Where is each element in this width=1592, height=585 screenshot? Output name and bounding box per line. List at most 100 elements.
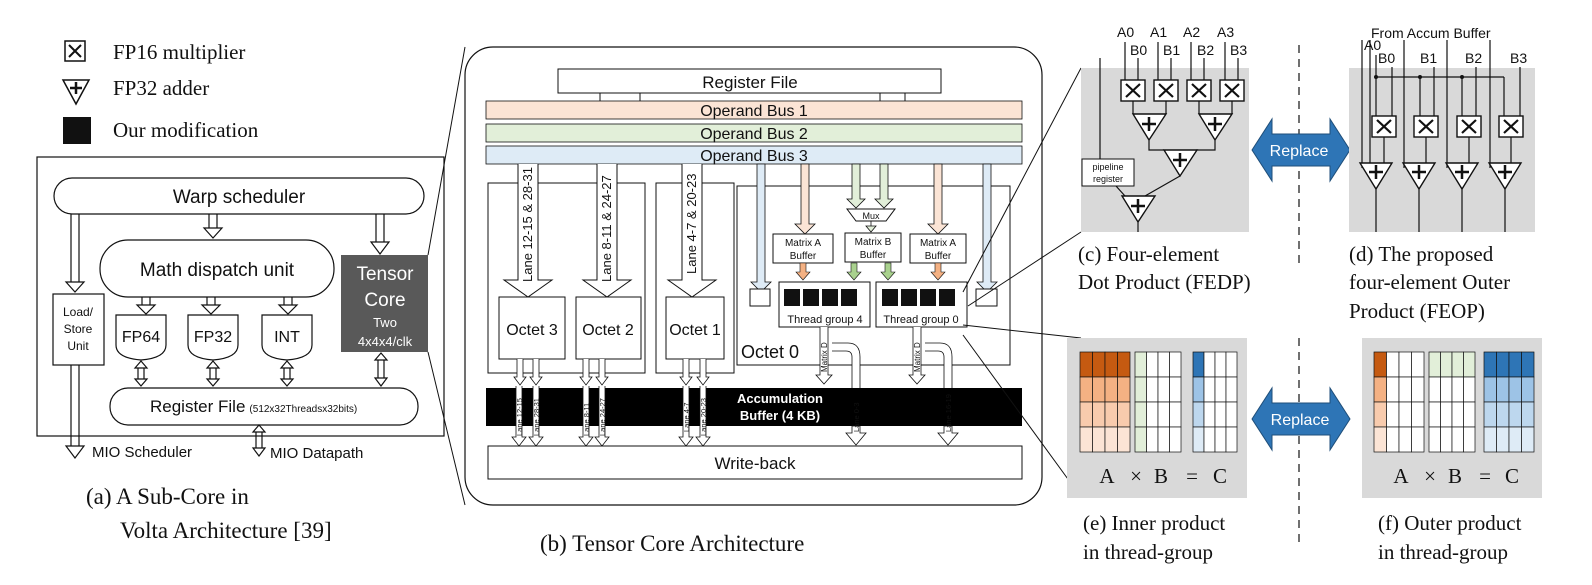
matrix-cell [1203, 426, 1216, 453]
caption-d-line2: four-element Outer [1349, 270, 1510, 294]
matrix-cell [1117, 376, 1131, 403]
thread-group-4-label: Thread group 4 [787, 314, 862, 326]
matrix-cell [1496, 351, 1510, 378]
register-file-b [557, 68, 942, 94]
matrix-cell [1169, 376, 1182, 403]
matrix-a-buffer-left-l2: Buffer [790, 251, 817, 262]
octet-2-box [575, 296, 642, 360]
register-file-label: Register File(512x32Threadsx32bits) [150, 397, 357, 416]
accumulation-label-1: Accumulation [737, 391, 823, 406]
fp32-unit [187, 314, 239, 361]
matrix-cell [1411, 351, 1425, 378]
fedp-multipliers [1120, 79, 1245, 102]
matrix-cell [1451, 351, 1464, 378]
matrix-cell [1440, 426, 1453, 453]
outer-eq-times: × [1424, 464, 1436, 488]
matrix-d-left-label: Matrix D [820, 342, 829, 372]
lane-label-octet-1: Lane 4-7 & 20-23 [684, 174, 699, 274]
matrix-cell [1483, 426, 1497, 453]
legend-modification-label: Our modification [113, 118, 259, 142]
tensor-core-block [341, 255, 428, 352]
feop-input-a0: A0 [1364, 37, 1381, 53]
fedp-input-b0: B0 [1130, 42, 1147, 58]
matrix-cell [1440, 351, 1453, 378]
feop-input-b2: B2 [1465, 50, 1482, 66]
warp-to-tensor-arrow [369, 241, 391, 255]
feop-background [1349, 68, 1535, 232]
matrix-d-arrow-right [908, 327, 926, 385]
replace-top-label: Replace [1270, 143, 1329, 160]
matrix-cell [1192, 401, 1205, 428]
matrix-cell [1157, 401, 1170, 428]
caption-d-line1: (d) The proposed [1349, 242, 1494, 266]
matrix-cell [1386, 351, 1400, 378]
matrix-cell [1386, 426, 1400, 453]
matrix-cell [1092, 376, 1106, 403]
matrix-cell [1169, 401, 1182, 428]
unit-to-regfile-arrows [133, 352, 389, 387]
matrix-cell [1203, 376, 1216, 403]
matrix-cell [1398, 426, 1412, 453]
warp-scheduler-box [53, 177, 425, 215]
feop-multipliers [1371, 115, 1524, 138]
matrix-cell [1092, 351, 1106, 378]
operand-bus-3 [485, 145, 1023, 165]
bus2-arrow-b [874, 163, 894, 209]
matrix-cell [1146, 376, 1159, 403]
matrix-cell [1203, 351, 1216, 378]
matrix-cell [1117, 401, 1131, 428]
inner-matrix-a [1079, 351, 1131, 453]
matrix-cell [1157, 351, 1170, 378]
panel-b: Register File Operand Bus 1 Operand Bus … [464, 46, 1043, 556]
matrix-cell [1092, 426, 1106, 453]
matrix-cell [1146, 351, 1159, 378]
matrix-d-right-label: Matrix D [913, 342, 922, 372]
caption-e-line2: in thread-group [1083, 540, 1213, 564]
mio-scheduler-arrow [64, 445, 86, 459]
octet-3-label: Octet 3 [506, 322, 558, 339]
feop-input-b1: B1 [1420, 50, 1437, 66]
matrix-cell [1169, 351, 1182, 378]
matrix-cell [1134, 376, 1147, 403]
fedp-adders [1115, 113, 1234, 232]
panel-e: A × B = C (e) Inner product in thread-gr… [1067, 338, 1247, 564]
inner-matrix-b [1134, 351, 1182, 453]
matrix-cell [1521, 351, 1535, 378]
inner-product-matrices [1079, 351, 1238, 453]
panel-a: Warp scheduler Math dispatch unit Tensor… [36, 156, 445, 543]
feop-input-b0: B0 [1378, 50, 1395, 66]
matrix-b-buffer-l1: Matrix B [855, 237, 892, 248]
lane-label-16-19: Lane 16-19 [944, 394, 953, 432]
matrix-cell [1104, 426, 1118, 453]
math-dispatch-box [99, 239, 335, 298]
caption-f-line2: in thread-group [1378, 540, 1508, 564]
tensor-core-label-1: Tensor [356, 264, 414, 285]
inner-eq-c: C [1213, 464, 1227, 488]
operand-bus-2-label: Operand Bus 2 [700, 126, 808, 143]
matrix-cell [1521, 426, 1535, 453]
matrix-cell [1398, 351, 1412, 378]
pipeline-register [1081, 158, 1135, 187]
bus2-arrow-a [846, 163, 866, 209]
matrix-cell [1373, 401, 1387, 428]
matrix-cell [1373, 426, 1387, 453]
tensor-core-label-4: 4x4x4/clk [358, 334, 413, 349]
matrix-cell [1428, 426, 1441, 453]
mio-datapath-label: MIO Datapath [270, 445, 363, 462]
matrix-cell [1463, 376, 1476, 403]
matrix-cell [1386, 376, 1400, 403]
caption-c-line2: Dot Product (FEDP) [1078, 270, 1251, 294]
matrix-cell [1373, 376, 1387, 403]
caption-a-line2: Volta Architecture [39] [120, 518, 332, 543]
matrix-cell [1157, 376, 1170, 403]
matrix-cell [1411, 426, 1425, 453]
fedp-input-a1: A1 [1150, 24, 1167, 40]
matrix-cell [1463, 351, 1476, 378]
outer-eq-b: B [1448, 464, 1462, 488]
mux-block [846, 208, 896, 222]
replace-arrow-bottom: Replace [1251, 386, 1351, 452]
octet-0-frame [736, 185, 1011, 366]
bus1-arrow-left [794, 163, 816, 235]
caption-a-line1: (a) A Sub-Core in [86, 484, 249, 509]
outer-eq-a: A [1393, 464, 1409, 488]
